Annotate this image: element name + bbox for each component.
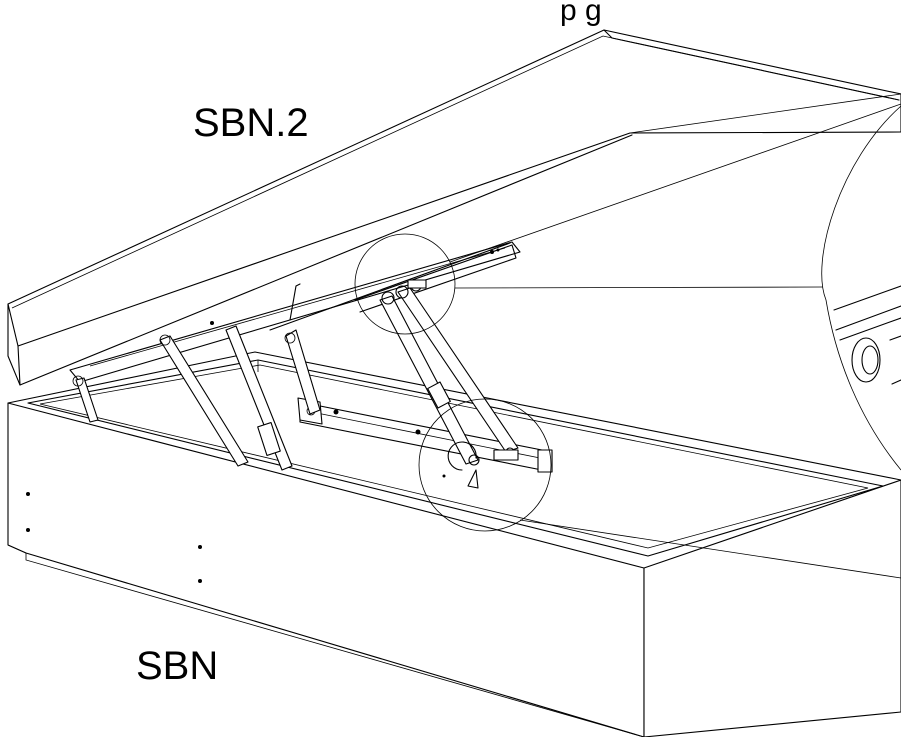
- lid-panel: [7, 29, 901, 386]
- detail-callout-upper: [354, 103, 901, 335]
- lid-underside-frame: [69, 241, 521, 383]
- base-part-label: SBN: [136, 644, 219, 688]
- lift-mechanism: [72, 248, 553, 489]
- detail-callout-lower: [418, 398, 901, 579]
- lid-part-label: SBN.2: [193, 101, 309, 145]
- header-partial-text: p g: [560, 0, 602, 27]
- magnified-detail: [821, 105, 901, 471]
